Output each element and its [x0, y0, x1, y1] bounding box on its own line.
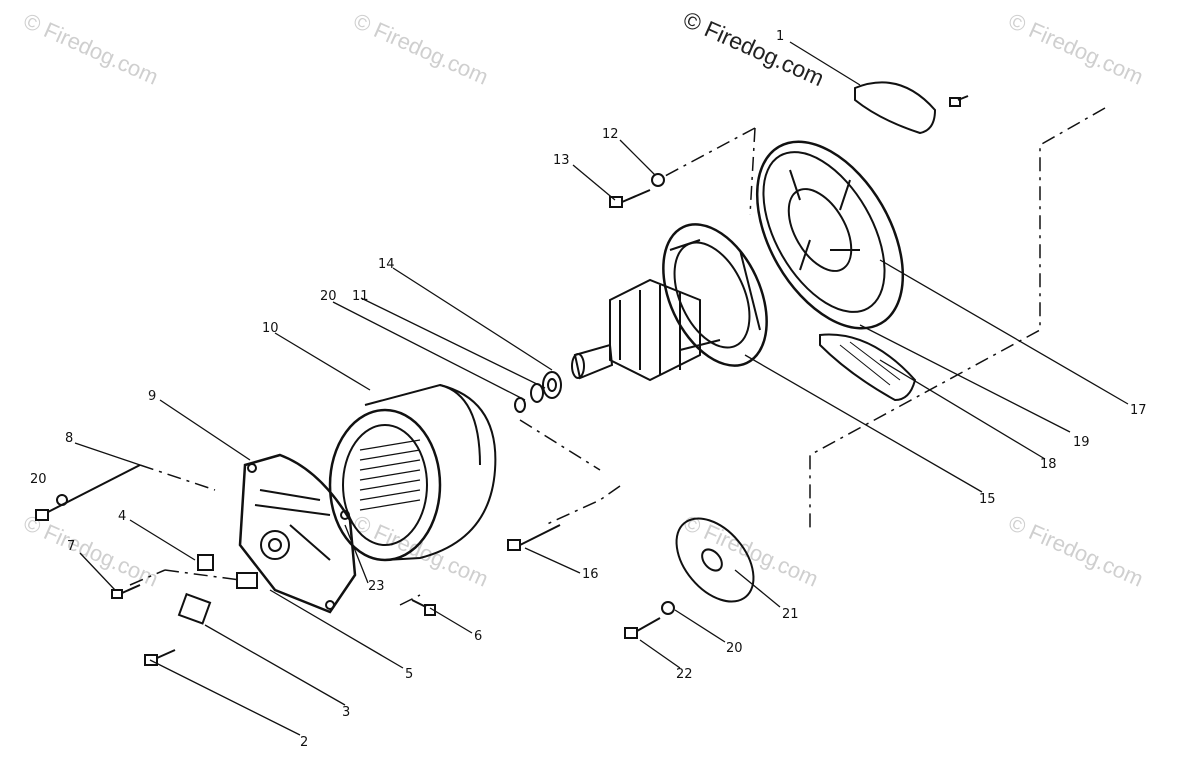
- callout-21: 21: [782, 607, 799, 622]
- callout-9: 9: [148, 389, 157, 404]
- callout-8: 8: [65, 431, 74, 446]
- callout-14: 14: [378, 257, 395, 272]
- callout-16: 16: [582, 567, 599, 582]
- nameplate: [820, 335, 915, 400]
- callout-1: 1: [776, 29, 785, 44]
- callout-18: 18: [1040, 457, 1057, 472]
- callout-6: 6: [474, 629, 483, 644]
- rotor: [572, 208, 787, 382]
- callout-15: 15: [979, 492, 996, 507]
- callout-20: 20: [320, 289, 337, 304]
- callout-11: 11: [352, 289, 369, 304]
- end-bell: [727, 117, 933, 354]
- callout-20: 20: [726, 641, 743, 656]
- callout-2: 2: [300, 735, 309, 750]
- stator-housing: [330, 385, 495, 560]
- shaft-cover: [661, 504, 769, 616]
- centerlines: [129, 107, 1106, 606]
- callout-10: 10: [262, 321, 279, 336]
- callout-3: 3: [342, 705, 351, 720]
- front-end-bell: [240, 455, 355, 612]
- callout-20: 20: [30, 472, 47, 487]
- bearing: [515, 372, 561, 412]
- fasteners: [36, 174, 674, 665]
- callout-7: 7: [67, 539, 76, 554]
- callout-19: 19: [1073, 435, 1090, 450]
- cover-plate: [855, 82, 968, 133]
- callout-13: 13: [553, 153, 570, 168]
- callout-17: 17: [1130, 403, 1147, 418]
- callout-22: 22: [676, 667, 693, 682]
- callout-23: 23: [368, 579, 385, 594]
- callout-4: 4: [118, 509, 127, 524]
- callout-5: 5: [405, 667, 414, 682]
- leader-lines: [74, 41, 1129, 736]
- callout-12: 12: [602, 127, 619, 142]
